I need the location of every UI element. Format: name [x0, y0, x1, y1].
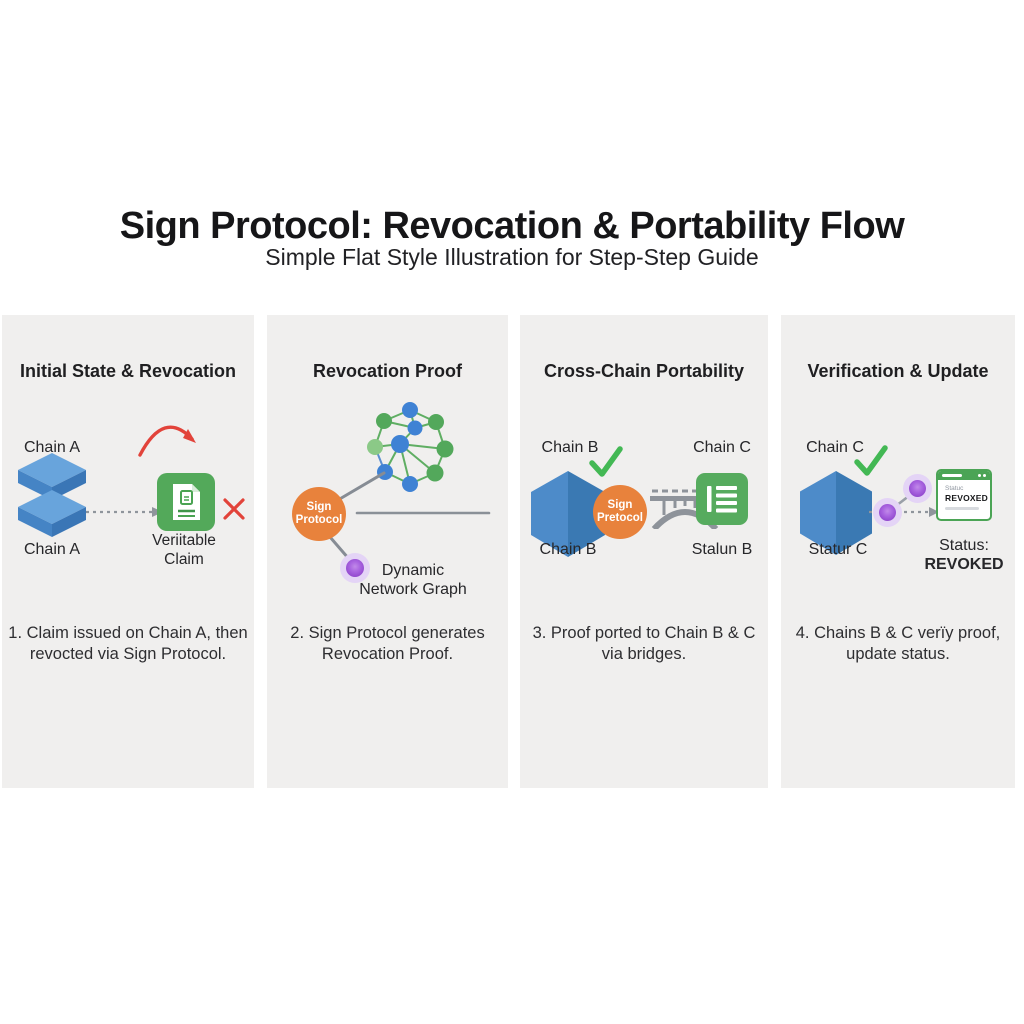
- claim-label-line2: Claim: [164, 551, 204, 568]
- protocol-label-line1: Sign: [607, 499, 633, 511]
- panel-3-caption: 3. Proof ported to Chain B & C via bridg…: [520, 623, 768, 665]
- panel-2-header: Revocation Proof: [312, 361, 463, 381]
- status-revoked-label: Status: REVOKED: [924, 536, 1003, 574]
- graph-label-line2: Network Graph: [359, 581, 467, 598]
- purple-node-core: [878, 503, 897, 522]
- graph-label-line1: Dynamic: [381, 562, 445, 579]
- checkmark-icon: [589, 446, 623, 477]
- caption-line: 3. Proof ported to Chain B & C: [532, 624, 756, 642]
- statur-c-label: Statur C: [808, 541, 868, 558]
- blockchain-cubes-icon: [18, 453, 86, 537]
- chain-c-top-label: Chain C: [693, 439, 751, 456]
- panel-verification-update: Verification & Update Chain C Statuc REV…: [781, 315, 1015, 788]
- checkmark-icon: [854, 445, 888, 476]
- protocol-label-line2: Protocol: [295, 514, 343, 526]
- horizontal-connector-line: [355, 511, 491, 515]
- protocol-label-line2: Pretocol: [596, 512, 643, 524]
- card-status-label: Statuc: [945, 485, 964, 492]
- connector-line-to-graph: [336, 471, 386, 502]
- panel-initial-state-revocation: Initial State & Revocation Chain A Chain…: [2, 315, 254, 788]
- caption-line: via bridges.: [601, 645, 687, 663]
- status-label-line1: Status:: [939, 537, 989, 554]
- list-document-icon: [696, 473, 748, 525]
- titlebar-dot: [978, 474, 981, 477]
- claim-document-icon: [157, 473, 215, 531]
- sign-protocol-badge: Sign Pretocol: [593, 485, 647, 539]
- sign-protocol-badge: Sign Protocol: [292, 487, 346, 541]
- dashed-arrow-icon: [86, 507, 163, 517]
- titlebar-dot: [983, 474, 986, 477]
- panel-3-header: Cross-Chain Portability: [543, 361, 745, 381]
- claim-label-line1: Veriitable: [152, 532, 216, 549]
- caption-line: update status.: [846, 645, 950, 663]
- stalun-b-label: Stalun B: [691, 541, 753, 558]
- titlebar-dash: [942, 474, 962, 477]
- panel-2-caption: 2. Sign Protocol generates Revocation Pr…: [267, 623, 508, 665]
- panel-1-header: Initial State & Revocation: [19, 361, 237, 381]
- dynamic-network-graph-label: Dynamic Network Graph: [359, 561, 467, 599]
- status-label-line2: REVOKED: [924, 556, 1004, 573]
- status-card-titlebar: [938, 471, 990, 480]
- chain-a-top-label: Chain A: [23, 439, 81, 456]
- red-x-icon: [223, 498, 245, 520]
- purple-node-core: [908, 479, 927, 498]
- chain-c-top-label: Chain C: [806, 439, 864, 456]
- panel-4-header: Verification & Update: [807, 361, 989, 381]
- chain-b-top-label: Chain B: [541, 439, 599, 456]
- caption-line: 1. Claim issued on Chain A, then: [8, 624, 248, 642]
- card-status-value: REVOXED: [945, 493, 988, 503]
- protocol-label-line1: Sign: [306, 501, 332, 513]
- purple-node-icon: [340, 553, 370, 583]
- status-card: Statuc REVOXED: [936, 469, 992, 521]
- panel-cross-chain-portability: Cross-Chain Portability Chain B Chain C …: [520, 315, 768, 788]
- panel-4-caption: 4. Chains B & C verïy proof, update stat…: [781, 623, 1015, 665]
- purple-node-icon: [903, 474, 932, 503]
- caption-line: revocted via Sign Protocol.: [29, 645, 227, 663]
- purple-node-icon: [873, 498, 902, 527]
- caption-line: 2. Sign Protocol generates: [290, 624, 485, 642]
- caption-line: 4. Chains B & C verïy proof,: [795, 624, 1001, 642]
- chain-b-bottom-label: Chain B: [539, 541, 597, 558]
- page-subtitle: Simple Flat Style Illustration for Step-…: [265, 244, 759, 270]
- purple-node-core: [345, 558, 365, 578]
- hexagon-chain-icon: [800, 471, 872, 555]
- caption-line: Revocation Proof.: [321, 645, 454, 663]
- panel-1-caption: 1. Claim issued on Chain A, then revocte…: [2, 623, 254, 665]
- card-underline: [945, 507, 979, 510]
- hexagon-chain-icon: [531, 471, 605, 557]
- verifiable-claim-label: Veriitable Claim: [152, 531, 216, 569]
- page-title: Sign Protocol: Revocation & Portability …: [119, 205, 905, 248]
- curved-arrow-icon: [138, 425, 196, 457]
- panel-revocation-proof: Revocation Proof: [267, 315, 508, 788]
- chain-a-bottom-label: Chain A: [23, 541, 81, 558]
